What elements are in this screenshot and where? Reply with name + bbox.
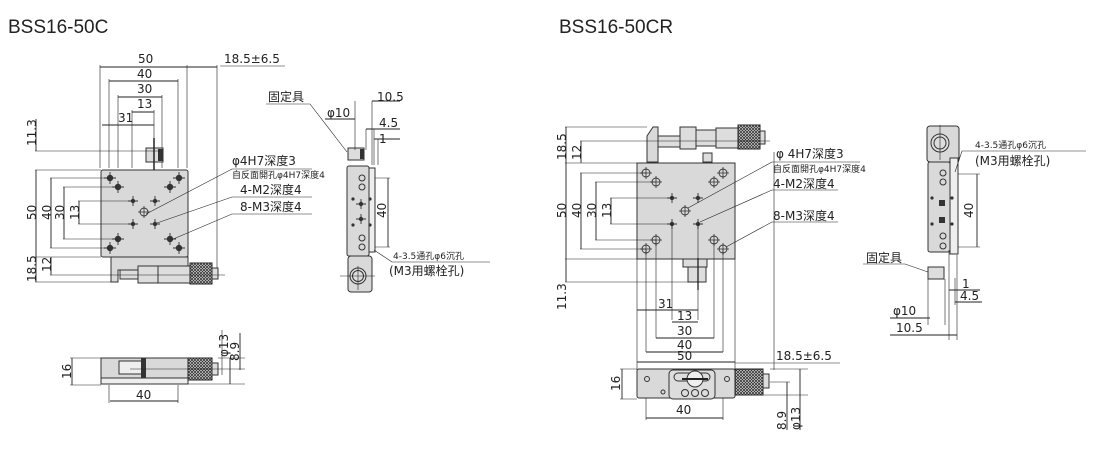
right-dim-18-5: 18.5 — [555, 133, 569, 160]
right-side-fixture: 固定具 — [866, 250, 902, 265]
right-callout-hole-h7: φ 4H7深度3 — [776, 146, 844, 161]
front-dim-8-9: 8.9 — [228, 342, 242, 361]
side-hole-note2: (M3用螺栓孔) — [389, 263, 464, 278]
stage-table — [100, 169, 189, 258]
callout-m2: 4-M2深度4 — [240, 182, 302, 197]
micrometer-knob — [189, 262, 213, 285]
front-dim-16: 16 — [60, 364, 74, 379]
callout-hole-h7-sub: 自反面開孔φ4H7深度4 — [232, 169, 325, 181]
dim-v13: 13 — [68, 205, 82, 220]
callout-m3: 8-M3深度4 — [240, 199, 302, 214]
right-dim-50: 50 — [677, 349, 692, 363]
right-dim-v40: 40 — [570, 203, 584, 218]
callout-hole-h7: φ4H7深度3 — [232, 153, 296, 168]
dim-40: 40 — [137, 67, 152, 81]
right-side-dim-40: 40 — [962, 203, 976, 218]
right-dim-13: 13 — [677, 309, 692, 323]
right-dim-v30: 30 — [585, 203, 599, 218]
right-callout-hole-h7-sub: 自反面開孔φ4H7深度4 — [773, 163, 866, 175]
right-dim-v50: 50 — [555, 203, 569, 218]
right-stroke-dim: 18.5±6.5 — [776, 349, 832, 363]
side-fixture-label: 固定具 — [268, 89, 304, 104]
left-top-view: 50 40 30 13 31 18.5±6.5 11.3 50 40 3 — [25, 52, 325, 285]
dim-11-3: 11.3 — [25, 119, 39, 146]
right-side-view: 4-3.5通孔φ6沉孔 (M3用螺栓孔) 40 固定具 1 4.5 φ10 10… — [863, 125, 1086, 340]
right-front-view: 16 40 8.9 φ13 — [609, 368, 808, 430]
dim-v50: 50 — [25, 205, 39, 220]
right-callout-m3: 8-M3深度4 — [773, 208, 835, 223]
right-dim-30: 30 — [677, 324, 692, 338]
right-side-hole-note2: (M3用螺栓孔) — [975, 153, 1050, 168]
dim-50: 50 — [138, 52, 153, 66]
side-dim-40: 40 — [375, 203, 389, 218]
right-dim-40: 40 — [677, 338, 692, 352]
left-title: BSS16-50C — [8, 17, 109, 38]
right-front-dim-8-9: 8.9 — [775, 411, 789, 430]
dim-v30: 30 — [53, 205, 67, 220]
left-side-view: 10.5 φ10 4.5 1 固定具 40 4-3.5通孔φ6沉孔 (M3用螺栓… — [266, 89, 490, 293]
right-side-hole-note: 4-3.5通孔φ6沉孔 — [975, 140, 1046, 151]
dim-13: 13 — [137, 97, 152, 111]
right-dim-v13: 13 — [600, 203, 614, 218]
stroke-dim: 18.5±6.5 — [224, 52, 280, 66]
side-dim-phi10: φ10 — [327, 106, 350, 120]
right-title: BSS16-50CR — [559, 17, 674, 38]
right-dim-11-3: 11.3 — [555, 283, 569, 310]
side-dim-10-5: 10.5 — [377, 90, 404, 104]
right-top-view: 18.5 12 50 40 30 13 11.3 31 13 30 40 50 … — [555, 124, 866, 370]
right-side-dim-phi10: φ10 — [893, 304, 916, 318]
right-side-dim-1: 1 — [962, 277, 970, 291]
side-hole-note: 4-3.5通孔φ6沉孔 — [393, 251, 464, 262]
right-front-dim-phi13: φ13 — [789, 407, 803, 430]
dim-30: 30 — [137, 82, 152, 96]
front-dim-phi13: φ13 — [217, 334, 231, 357]
right-micrometer-knob — [737, 124, 761, 150]
side-dim-4-5: 4.5 — [379, 116, 398, 130]
right-dim-31: 31 — [658, 297, 673, 311]
right-callout-m2: 4-M2深度4 — [773, 176, 835, 191]
right-side-dim-4-5: 4.5 — [960, 289, 979, 303]
dim-v18-5: 18.5 — [25, 255, 39, 282]
right-front-dim-16: 16 — [609, 376, 623, 391]
side-dim-1: 1 — [379, 132, 387, 146]
dim-v12: 12 — [40, 257, 54, 272]
right-dim-12: 12 — [570, 145, 584, 160]
right-side-dim-10-5: 10.5 — [896, 321, 923, 335]
dim-31: 31 — [118, 111, 133, 125]
dim-v40: 40 — [40, 205, 54, 220]
right-front-dim-40: 40 — [676, 403, 691, 417]
front-dim-40: 40 — [136, 388, 151, 402]
left-front-view: 16 40 φ13 8.9 — [60, 330, 245, 403]
